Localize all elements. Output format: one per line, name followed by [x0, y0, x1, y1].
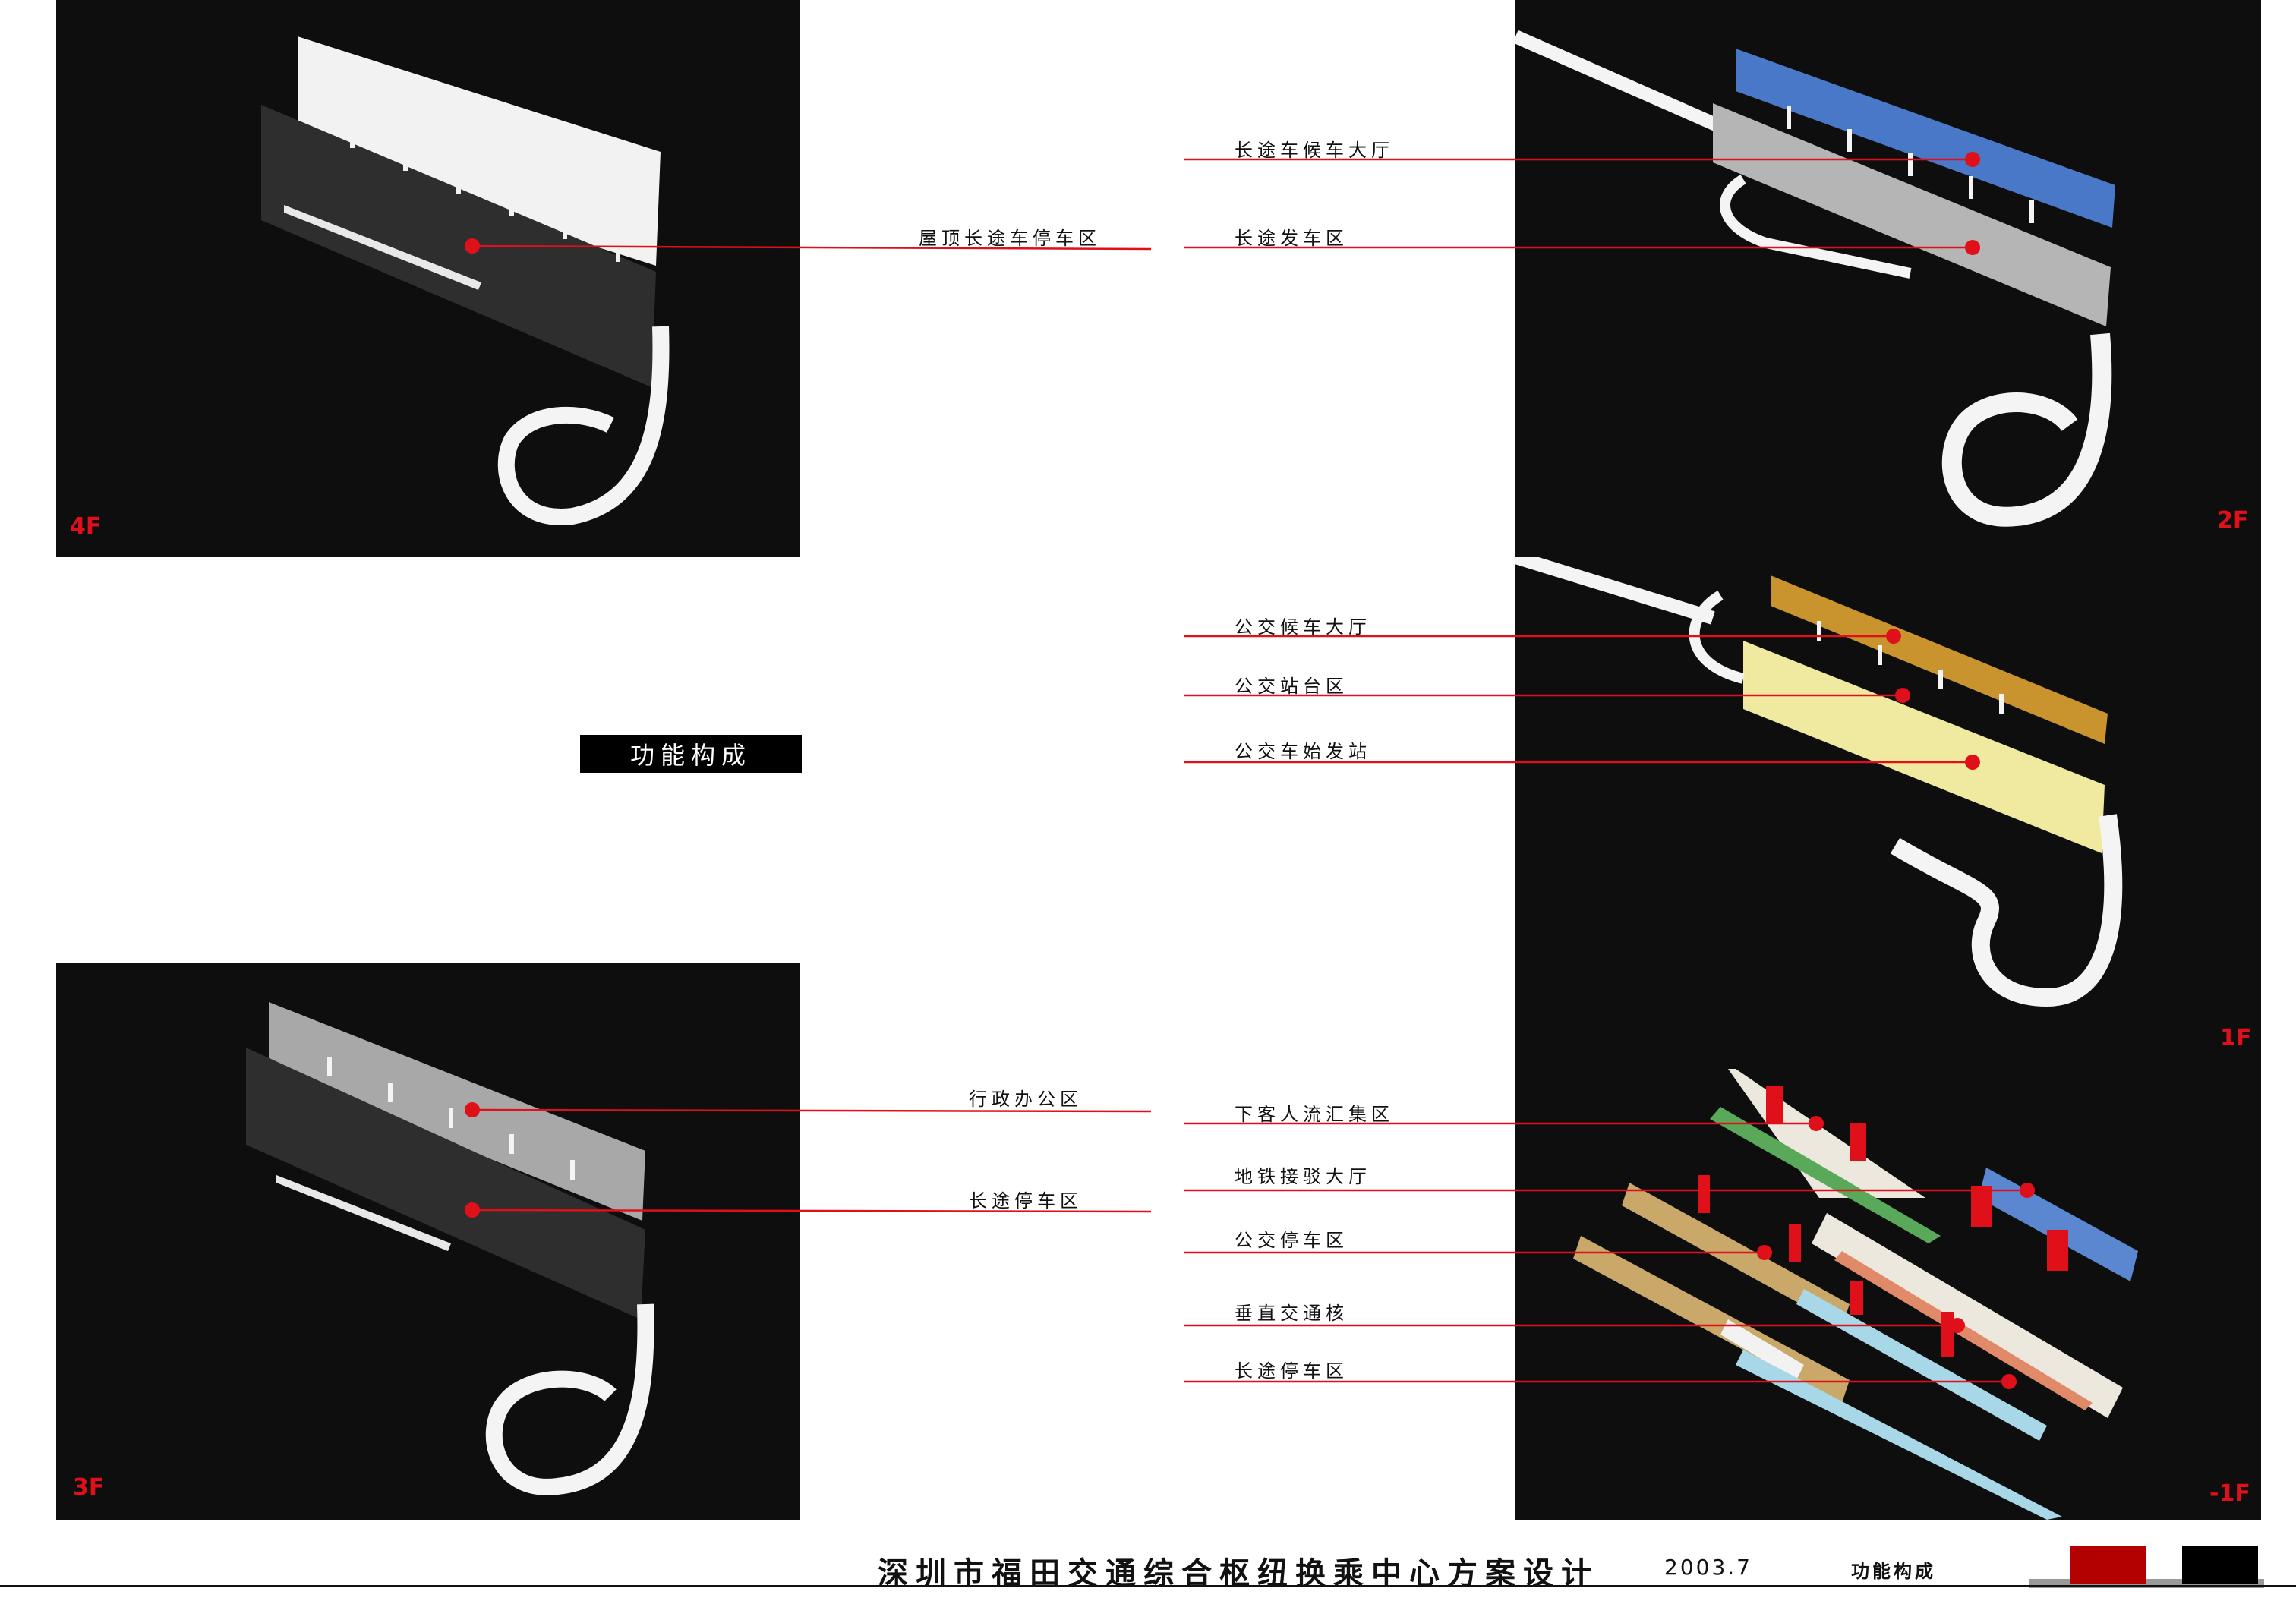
label-bus-waiting-hall: 公交候车大厅	[1235, 616, 1371, 638]
photo-1f: 1F	[1515, 557, 2261, 1061]
model-b1f	[1573, 1069, 2138, 1520]
model-3f	[246, 1002, 654, 1495]
label-bus-parking: 公交停车区	[1235, 1230, 1348, 1251]
center-title-badge: 功能构成	[580, 735, 802, 773]
label-metro-hall: 地铁接驳大厅	[1235, 1166, 1371, 1187]
model-2f	[1515, 30, 2115, 527]
label-admin-office: 行政办公区	[969, 1089, 1083, 1110]
photo-4f: 4F	[56, 0, 800, 557]
swatch-red	[2070, 1546, 2146, 1584]
label-long-waiting-hall: 长途车候车大厅	[1235, 140, 1394, 161]
floor-label-4f: 4F	[70, 513, 102, 540]
footer-rule	[0, 1585, 2296, 1587]
label-bus-terminal: 公交车始发站	[1235, 741, 1371, 762]
swatch-black	[2182, 1546, 2258, 1584]
label-vertical-core: 垂直交通核	[1235, 1303, 1348, 1324]
floor-label-3f: 3F	[73, 1474, 105, 1501]
floor-label-1f: 1F	[2220, 1025, 2252, 1051]
photo-2f: 2F	[1515, 0, 2261, 557]
label-dropoff-gathering: 下客人流汇集区	[1235, 1104, 1394, 1125]
model-4f	[261, 36, 670, 525]
photo-3f: 3F	[56, 963, 800, 1520]
label-long-departure: 长途发车区	[1235, 228, 1348, 249]
footer-section-name: 功能构成	[1851, 1561, 1936, 1582]
floor-label-b1f: -1F	[2209, 1480, 2250, 1507]
footer-date: 2003.7	[1664, 1555, 1752, 1580]
photo-b1f: -1F	[1515, 1061, 2261, 1520]
model-1f	[1515, 557, 2123, 1007]
label-long-parking-3f: 长途停车区	[969, 1190, 1083, 1212]
center-title: 功能构成	[629, 741, 752, 770]
label-roof-long-parking: 屋顶长途车停车区	[919, 228, 1101, 249]
label-long-parking-b1: 长途停车区	[1235, 1360, 1348, 1382]
floor-label-2f: 2F	[2217, 507, 2249, 534]
label-bus-platform: 公交站台区	[1235, 676, 1348, 697]
